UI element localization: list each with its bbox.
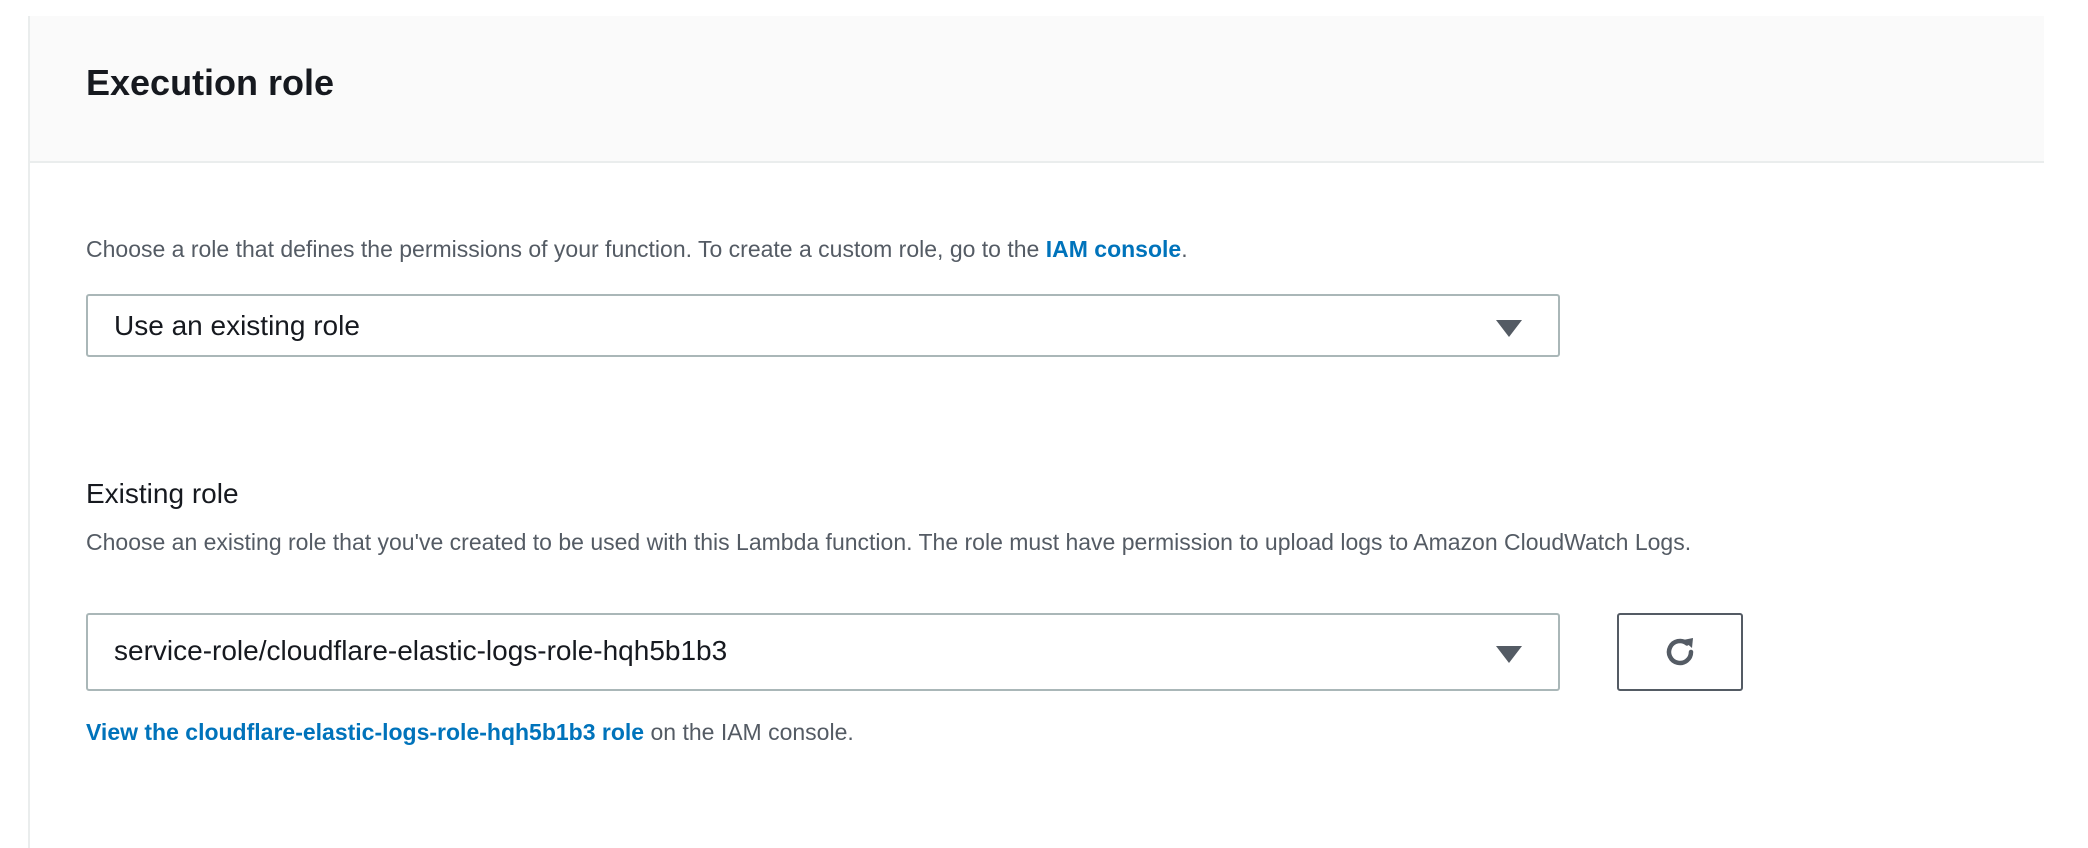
role-description: Choose a role that defines the permissio… [86, 231, 1188, 267]
role-description-text: Choose a role that defines the permissio… [86, 236, 1046, 262]
section-title: Execution role [86, 62, 335, 103]
existing-role-select[interactable]: service-role/cloudflare-elastic-logs-rol… [86, 613, 1560, 691]
description-period: . [1181, 236, 1188, 262]
existing-role-label: Existing role [86, 478, 239, 509]
iam-console-link[interactable]: IAM console [1045, 236, 1182, 262]
panel-left-border [28, 16, 30, 848]
caret-down-icon [1496, 320, 1522, 337]
view-role-suffix: on the IAM console. [644, 719, 854, 745]
existing-role-description: Choose an existing role that you've crea… [86, 529, 1692, 555]
refresh-icon [1666, 638, 1694, 666]
caret-down-icon [1496, 646, 1522, 663]
refresh-roles-button[interactable] [1617, 613, 1743, 691]
view-role-line: View the cloudflare-elastic-logs-role-hq… [86, 714, 854, 750]
view-role-link[interactable]: View the cloudflare-elastic-logs-role-hq… [86, 719, 645, 745]
section-header: Execution role [30, 16, 2044, 163]
role-mode-select[interactable]: Use an existing role [86, 294, 1560, 357]
role-mode-value: Use an existing role [114, 310, 360, 341]
existing-role-value: service-role/cloudflare-elastic-logs-rol… [114, 635, 728, 666]
